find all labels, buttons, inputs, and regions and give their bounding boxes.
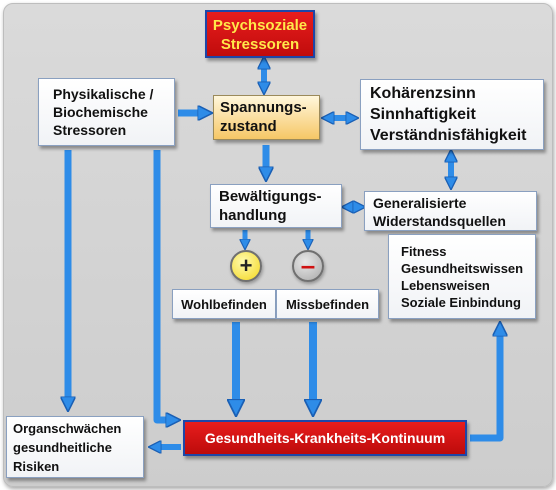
ressource-item: Lebensweisen (401, 278, 490, 293)
gesundheits-krankheits-kontinuum-box: Gesundheits-Krankheits-Kontinuum (183, 420, 467, 456)
spannungszustand-box: Spannungs- zustand (213, 95, 320, 140)
ressource-item: Soziale Einbindung (401, 295, 521, 310)
kohaerenzsinn-box: Kohärenzsinn Sinnhaftigkeit Verständnisf… (360, 79, 544, 150)
plus-icon: + (230, 250, 262, 282)
organ-line-2: gesundheitliche (13, 440, 112, 455)
kohaerenz-line-1: Kohärenzsinn (370, 85, 476, 102)
psychosoziale-stressoren-box: Psychsoziale Stressoren (205, 10, 315, 58)
physikalische-line-1: Physikalische / (53, 86, 154, 102)
bewaeltigung-line-2: handlung (219, 207, 287, 224)
organ-line-3: Risiken (13, 459, 60, 474)
spannungszustand-line-2: zustand (220, 118, 277, 135)
generalisierte-widerstandsquellen-box: Generalisierte Widerstandsquellen (364, 191, 537, 231)
organ-line-1: Organschwächen (13, 421, 122, 436)
ressource-item: Gesundheitswissen (401, 261, 524, 276)
wohlbefinden-box: Wohlbefinden (172, 289, 276, 319)
physikalische-line-3: Stressoren (53, 122, 127, 138)
generalisierte-line-2: Widerstandsquellen (373, 213, 506, 229)
minus-icon: – (292, 250, 324, 282)
missbefinden-box: Missbefinden (276, 289, 379, 319)
kohaerenz-line-2: Sinnhaftigkeit (370, 106, 476, 123)
bewaeltigung-line-1: Bewältigungs- (219, 188, 322, 205)
physikalische-stressoren-box: Physikalische / Biochemische Stressoren (38, 78, 175, 146)
arrow-kontinuum-to-ressourcen (470, 335, 500, 442)
kohaerenz-line-3: Verständnisfähigkeit (370, 127, 527, 144)
physikalische-line-2: Biochemische (53, 104, 148, 120)
psychosoziale-line-1: Psychsoziale (212, 17, 308, 34)
spannungszustand-line-1: Spannungs- (220, 99, 307, 116)
bewaeltigungshandlung-box: Bewältigungs- handlung (210, 184, 342, 228)
ressourcen-box: Fitness Gesundheitswissen Lebensweisen S… (388, 234, 536, 319)
arrow-phys-to-kontinuum (153, 150, 167, 420)
organschwaechen-box: Organschwächen gesundheitliche Risiken (6, 416, 144, 478)
ressource-item: Fitness (401, 244, 447, 259)
generalisierte-line-1: Generalisierte (373, 195, 467, 211)
psychosoziale-line-2: Stressoren (220, 36, 300, 53)
